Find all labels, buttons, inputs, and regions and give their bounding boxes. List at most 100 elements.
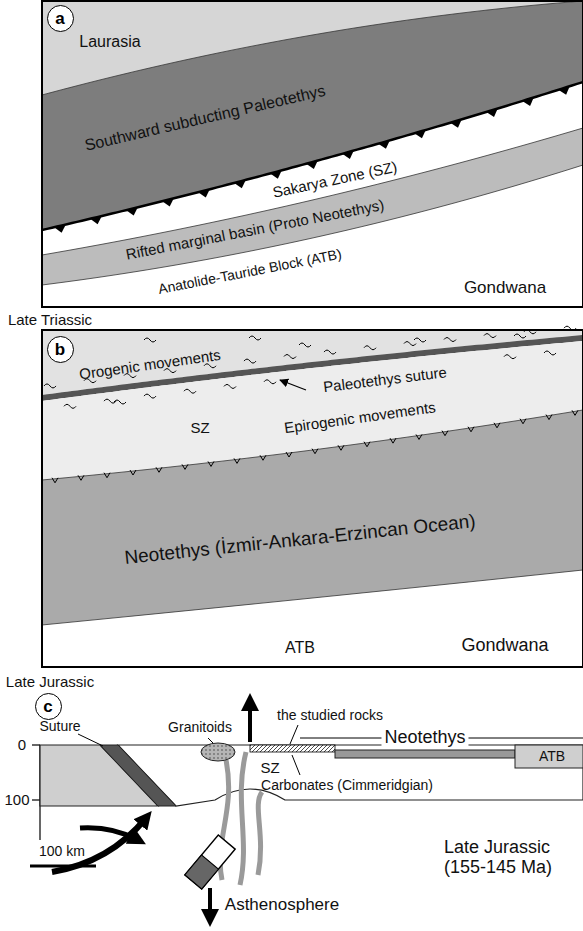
depth-tick-label: 0	[18, 737, 26, 754]
atb-block	[515, 745, 583, 768]
panel-letter-circle: b	[47, 336, 74, 363]
trench-tooth	[522, 97, 533, 105]
orogenic-wave-mark	[184, 389, 196, 393]
epirogenic-v-mark	[416, 434, 422, 439]
orogenic-wave-mark	[114, 400, 126, 404]
epirogenic-v-mark	[156, 467, 162, 472]
orogenic-wave-mark	[249, 336, 261, 340]
granitoid-pluton	[201, 743, 235, 761]
orogenic-wave-mark	[504, 355, 516, 359]
neotethys-oceanic-crust	[335, 750, 515, 758]
trench-tooth	[378, 140, 390, 148]
panel-ground	[42, 1, 583, 307]
uplift-arrow	[248, 702, 252, 742]
epirogenic-v-mark	[260, 455, 266, 460]
band-boundary	[42, 1, 583, 95]
trench-tooth	[90, 216, 102, 224]
epirogenic-v-mark	[572, 410, 578, 415]
trench-tooth	[306, 161, 318, 169]
orogenic-wave-mark	[404, 342, 416, 346]
axis-tick	[32, 744, 40, 745]
paleotethys-band	[42, 1, 583, 230]
magma-conduit	[240, 752, 246, 885]
epirogenic-v-mark	[390, 438, 396, 443]
zone-name: SZ	[190, 420, 209, 437]
neotethys-band	[42, 410, 583, 625]
orogenic-wave-mark	[484, 334, 496, 338]
trench-tooth	[342, 151, 354, 159]
sakarya-lithosphere	[118, 745, 583, 806]
age-caption: Late Jurassic	[6, 674, 94, 691]
scale-label: 100 km	[39, 844, 85, 859]
panel-letter-circle: a	[47, 5, 74, 32]
detached-slab	[185, 835, 235, 889]
panel-frame	[42, 330, 583, 667]
trench-tooth	[234, 180, 246, 188]
trench-tooth	[558, 86, 569, 94]
orogenic-wave-mark	[244, 359, 256, 363]
epirogenic-v-mark	[494, 423, 500, 428]
panel-frame	[42, 1, 583, 307]
epirogenic-v-mark	[312, 449, 318, 454]
epirogenic-v-mark	[286, 452, 292, 457]
orogenic-wave-mark	[324, 350, 336, 354]
age-caption: Late Jurassic (155-145 Ma)	[444, 838, 576, 878]
epirogenic-v-mark	[364, 442, 370, 447]
trench-tooth	[414, 130, 426, 138]
epirogenic-v-mark	[546, 415, 552, 420]
trench-tooth	[126, 207, 138, 215]
leader-line	[78, 734, 103, 746]
orogenic-wave-mark	[299, 343, 311, 347]
epirogenic-v-mark	[442, 431, 448, 436]
trench-tooth	[486, 109, 497, 117]
panel-b	[42, 326, 583, 667]
epirogenic-v-mark	[104, 473, 110, 478]
sinking-arrow	[208, 888, 212, 918]
trench-tooth	[270, 170, 282, 178]
carbonate-strip	[250, 745, 335, 752]
block-name: ATB	[285, 639, 315, 657]
orogenic-wave-mark	[144, 338, 156, 342]
panel-c	[30, 702, 583, 918]
panel-a	[42, 1, 583, 307]
orogenic-wave-mark	[544, 351, 556, 355]
orogenic-wave-mark	[414, 338, 426, 342]
axis-tick	[32, 799, 40, 800]
leader-line	[208, 738, 213, 743]
pointer-arrow	[280, 380, 306, 390]
feature-label: the studied rocks	[274, 708, 386, 723]
epirogenic-v-mark	[130, 470, 136, 475]
epirogenic-v-mark	[234, 458, 240, 463]
epirogenic-v-mark	[208, 461, 214, 466]
panel-letter: b	[55, 341, 65, 358]
panel-letter: a	[55, 10, 64, 27]
orogenic-wave-mark	[364, 346, 376, 350]
leader-line	[292, 755, 300, 775]
feature-label: Carbonates (Cimmeridgian)	[261, 778, 433, 793]
trench-tooth	[198, 189, 210, 197]
depth-tick-label: 100	[4, 792, 29, 809]
panel-letter: c	[43, 698, 52, 715]
epirogenic-v-mark	[78, 475, 84, 480]
trench-tooth	[450, 119, 462, 127]
epirogenic-v-mark	[52, 478, 58, 483]
zone-name: SZ	[260, 760, 279, 777]
suture-zone	[100, 745, 176, 806]
orogenic-wave-mark	[284, 355, 296, 359]
band-boundary	[42, 570, 583, 625]
scale-bar	[30, 865, 96, 868]
plate-name: Gondwana	[461, 636, 548, 656]
layer-name: Asthenosphere	[225, 896, 339, 915]
orogenic-wave-mark	[264, 380, 276, 384]
plate-name: Gondwana	[464, 279, 546, 298]
plate-name: Laurasia	[79, 33, 140, 51]
ocean-name: Neotethys	[381, 728, 468, 748]
block-name: ATB	[539, 749, 565, 764]
trench-tooth	[162, 198, 174, 206]
orogenic-wave-mark	[64, 404, 76, 408]
feature-label: Suture	[39, 719, 80, 734]
orogenic-wave-mark	[444, 338, 456, 342]
epirogenic-v-mark	[338, 445, 344, 450]
band-boundary	[42, 128, 583, 255]
